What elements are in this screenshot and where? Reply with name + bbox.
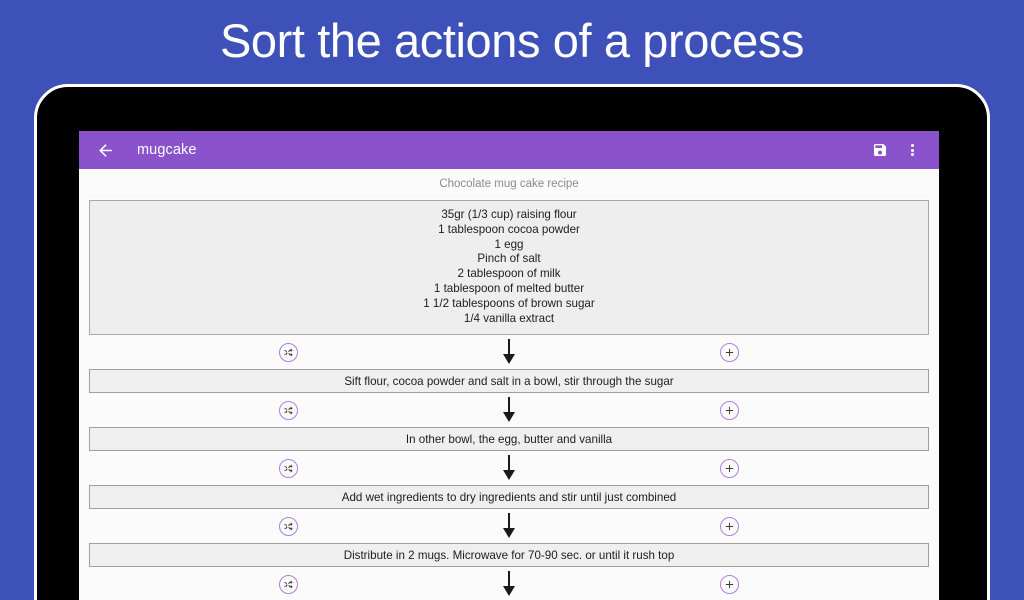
ingredient-line: 1 tablespoon cocoa powder <box>438 222 580 236</box>
step-connector <box>89 567 929 600</box>
app-screen: mugcake Chocolate mug cake recipe 35gr <box>79 131 939 600</box>
add-circle-icon[interactable] <box>720 342 739 362</box>
shuffle-icon[interactable] <box>279 516 298 536</box>
add-circle-icon[interactable] <box>720 458 739 478</box>
step-row[interactable]: Add wet ingredients to dry ingredients a… <box>89 485 929 510</box>
ingredient-line: 35gr (1/3 cup) raising flour <box>441 208 577 221</box>
shuffle-icon[interactable] <box>279 400 298 420</box>
tablet-device-frame: mugcake Chocolate mug cake recipe 35gr <box>34 84 990 600</box>
back-arrow-icon[interactable] <box>91 136 119 164</box>
promo-headline: Sort the actions of a process <box>219 13 805 67</box>
ingredients-box[interactable]: 35gr (1/3 cup) raising flour 1 tablespoo… <box>89 200 929 336</box>
ingredient-line: 1 1/2 tablespoons of brown sugar <box>423 296 595 310</box>
down-arrow-icon <box>89 455 929 481</box>
shuffle-icon[interactable] <box>279 458 298 478</box>
step-connector <box>89 451 929 485</box>
step-connector <box>89 509 929 543</box>
step-connector <box>89 335 929 369</box>
step-label: Distribute in 2 mugs. Microwave for 70-9… <box>343 548 675 562</box>
menu-dot <box>910 148 914 152</box>
overflow-menu-icon[interactable] <box>899 136 925 164</box>
down-arrow-icon <box>89 571 929 597</box>
step-connector <box>89 393 929 427</box>
add-circle-icon[interactable] <box>720 516 739 536</box>
menu-dot <box>910 153 914 156</box>
menu-dot <box>910 144 914 147</box>
ingredient-line: Pinch of salt <box>477 252 541 266</box>
step-label: Add wet ingredients to dry ingredients a… <box>341 490 677 504</box>
down-arrow-icon <box>89 339 929 365</box>
ingredient-line: 1 tablespoon of melted butter <box>433 281 585 295</box>
recipe-content: Chocolate mug cake recipe 35gr (1/3 cup)… <box>79 169 939 600</box>
step-label: In other bowl, the egg, butter and vanil… <box>405 432 613 446</box>
title-divider <box>89 196 929 197</box>
down-arrow-icon <box>89 397 929 423</box>
shuffle-icon[interactable] <box>279 342 298 362</box>
step-row[interactable]: Distribute in 2 mugs. Microwave for 70-9… <box>89 543 929 568</box>
save-icon[interactable] <box>867 136 893 164</box>
down-arrow-icon <box>89 513 929 539</box>
step-row[interactable]: In other bowl, the egg, butter and vanil… <box>89 427 929 452</box>
add-circle-icon[interactable] <box>720 400 739 420</box>
ingredient-line: 2 tablespoon of milk <box>457 267 561 281</box>
app-bar-title: mugcake <box>137 142 197 158</box>
shuffle-icon[interactable] <box>279 574 298 594</box>
ingredient-line: 1/4 vanilla extract <box>463 311 555 325</box>
add-circle-icon[interactable] <box>720 574 739 594</box>
step-label: Sift flour, cocoa powder and salt in a b… <box>344 374 674 388</box>
ingredient-line: 1 egg <box>494 237 524 251</box>
app-bar: mugcake <box>79 131 939 169</box>
recipe-title: Chocolate mug cake recipe <box>439 178 579 190</box>
step-row[interactable]: Sift flour, cocoa powder and salt in a b… <box>89 369 929 394</box>
